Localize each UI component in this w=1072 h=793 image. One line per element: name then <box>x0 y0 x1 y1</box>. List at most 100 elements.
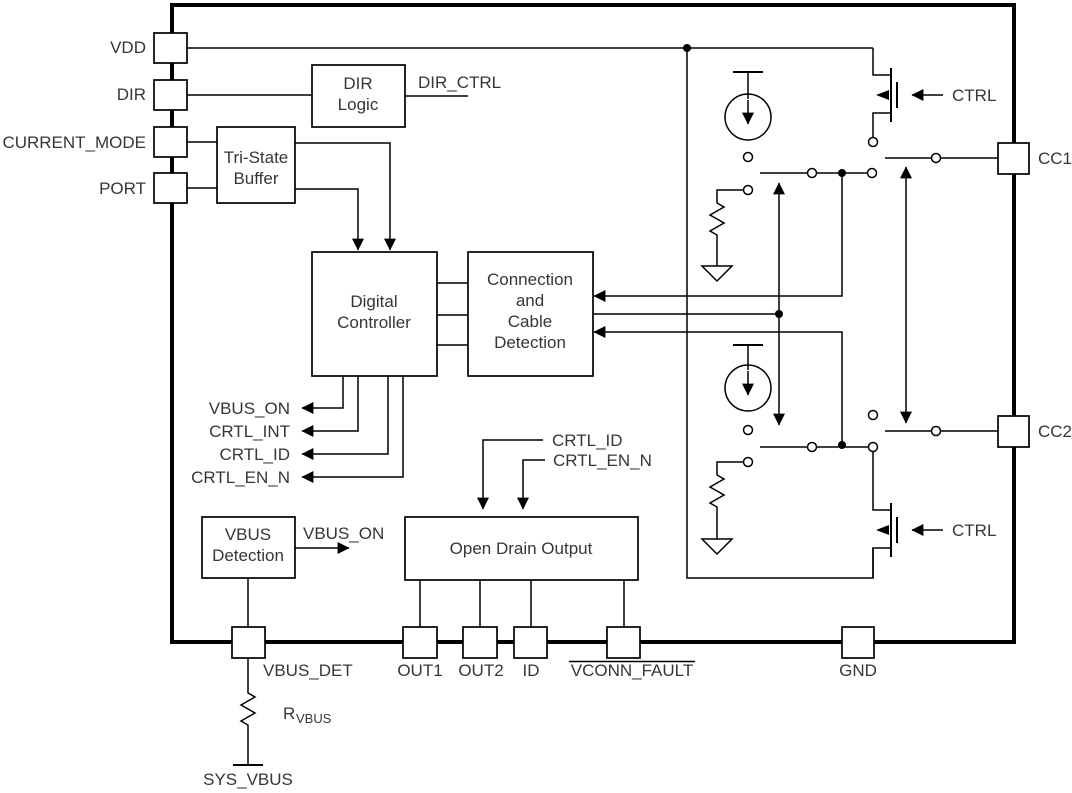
rvbus-label-prefix: R <box>283 704 295 723</box>
cc2-row-contact-a <box>806 441 818 453</box>
pin-cc2 <box>997 415 1030 448</box>
pin-id-label: ID <box>523 661 540 680</box>
connection-cable-detection-block <box>467 251 594 377</box>
vbus-on-out-wire <box>301 376 344 414</box>
ground-symbol-1 <box>700 265 734 283</box>
tristate-out1-wire <box>295 142 396 251</box>
pin-port-label: PORT <box>99 179 146 198</box>
digital-controller-label-line1: Digital <box>350 292 397 311</box>
vbus-detection-block <box>201 516 296 579</box>
function-blocks <box>201 64 639 581</box>
crtl-id-out-wire <box>301 376 389 460</box>
pin-out1 <box>402 626 438 659</box>
labels: VDD DIR CURRENT_MODE PORT CC1 CC2 VBUS_D… <box>2 38 1072 789</box>
ground-symbol-2 <box>700 538 734 556</box>
cc2-sense-wire <box>593 326 843 445</box>
vbus-detection-label-line2: Detection <box>212 546 284 565</box>
crtl-id-odo-label: CRTL_ID <box>552 431 623 450</box>
pin-id <box>513 626 548 659</box>
crtl-int-label: CRTL_INT <box>209 422 290 441</box>
pin-cc2-label: CC2 <box>1038 422 1072 441</box>
ccd-label-line3: Cable <box>508 312 552 331</box>
digital-controller-label-line2: Controller <box>337 313 411 332</box>
pin-vconn-fault-label: VCONN_FAULT <box>571 661 694 680</box>
pin-cc1-label: CC1 <box>1038 149 1072 168</box>
mosfet-2-drain <box>872 451 891 511</box>
pins <box>153 32 1030 659</box>
cc2-blade-contact <box>930 425 942 437</box>
vbus-on-out-label: VBUS_ON <box>209 399 290 418</box>
mosfet-1-drain <box>872 48 891 76</box>
pin-cc1 <box>997 142 1030 175</box>
mosfet-2 <box>872 451 943 578</box>
open-drain-output-label: Open Drain Output <box>450 539 593 558</box>
chip-outline <box>170 3 1016 644</box>
cc2-row-junction-dot <box>838 441 846 449</box>
pin-out1-label: OUT1 <box>397 661 442 680</box>
pin-vdd-label: VDD <box>110 38 146 57</box>
ctrl-label-2: CTRL <box>952 521 996 540</box>
resistor-1-terminal <box>742 184 754 196</box>
tristate-out2-wire <box>295 188 364 251</box>
cc1-row-contact-b <box>866 167 878 179</box>
rvbus-resistor <box>239 658 257 765</box>
current-source-2-terminal <box>742 424 754 436</box>
resistor-2-terminal <box>742 456 754 468</box>
mosfet-2-source <box>872 547 891 578</box>
dir-logic-label-line2: Logic <box>338 95 379 114</box>
mosfet-1-terminal <box>867 136 879 148</box>
cc1-row-contact-a <box>806 167 818 179</box>
tri-state-buffer-block <box>216 126 296 204</box>
pulldown-resistor-2 <box>708 461 744 539</box>
sys-vbus-label: SYS_VBUS <box>203 770 293 789</box>
pulldown-resistor-1 <box>708 189 744 266</box>
tri-state-label-line1: Tri-State <box>224 148 289 167</box>
drive-junction-dot <box>775 310 783 318</box>
crtl-en-n-label: CRTL_EN_N <box>191 468 290 487</box>
crtl-int-out-wire <box>301 376 359 437</box>
dir-logic-label-line1: DIR <box>343 74 372 93</box>
dir-ctrl-label: DIR_CTRL <box>418 73 501 92</box>
pin-vbus-det-label: VBUS_DET <box>263 661 353 680</box>
ccd-label-line4: Detection <box>494 333 566 352</box>
pin-out2 <box>462 626 498 659</box>
crtl-en-n-out-wire <box>301 376 404 483</box>
mosfet-1 <box>872 48 943 138</box>
ctrl-label-1: CTRL <box>952 86 996 105</box>
vdd-junction-dot <box>683 44 691 52</box>
current-source-1-terminal <box>742 151 754 163</box>
pin-dir-label: DIR <box>117 85 146 104</box>
dir-logic-block <box>311 64 406 128</box>
tri-state-label-line2: Buffer <box>233 169 278 188</box>
digital-controller-block <box>311 251 438 377</box>
wires <box>187 47 998 766</box>
pin-out2-label: OUT2 <box>458 661 503 680</box>
pin-vdd <box>153 32 188 64</box>
mosfet-2-body-arrow <box>876 525 889 535</box>
open-drain-output-block <box>404 516 639 581</box>
vbus-on-det-label: VBUS_ON <box>303 524 384 543</box>
cc2-upper-contact <box>867 409 879 421</box>
ccd-label-line1: Connection <box>487 270 573 289</box>
pin-gnd-label: GND <box>839 661 877 680</box>
mosfet-1-source <box>872 112 891 138</box>
pin-dir <box>153 79 188 111</box>
pin-current-mode-label: CURRENT_MODE <box>2 133 146 152</box>
vbus-detection-label-line1: VBUS <box>225 525 271 544</box>
crtl-id-odo-wire <box>477 439 543 510</box>
mosfet-1-body-arrow <box>876 90 889 100</box>
pin-vbus-det <box>231 626 266 659</box>
cc1-sense-wire <box>593 173 843 302</box>
crtl-id-label: CRTL_ID <box>219 445 290 464</box>
crtl-en-n-odo-wire <box>517 459 545 510</box>
cc2-analog-section <box>700 344 943 578</box>
crtl-en-n-odo-label: CRTL_EN_N <box>553 451 652 470</box>
cc1-analog-section <box>700 48 943 283</box>
cc1-row-junction-dot <box>838 169 846 177</box>
ccd-label-line2: and <box>516 291 544 310</box>
pin-vconn-fault <box>606 626 641 659</box>
cc2-row-contact-b <box>867 441 879 453</box>
pin-current-mode <box>153 126 188 158</box>
rvbus-label-sub: VBUS <box>296 711 332 726</box>
